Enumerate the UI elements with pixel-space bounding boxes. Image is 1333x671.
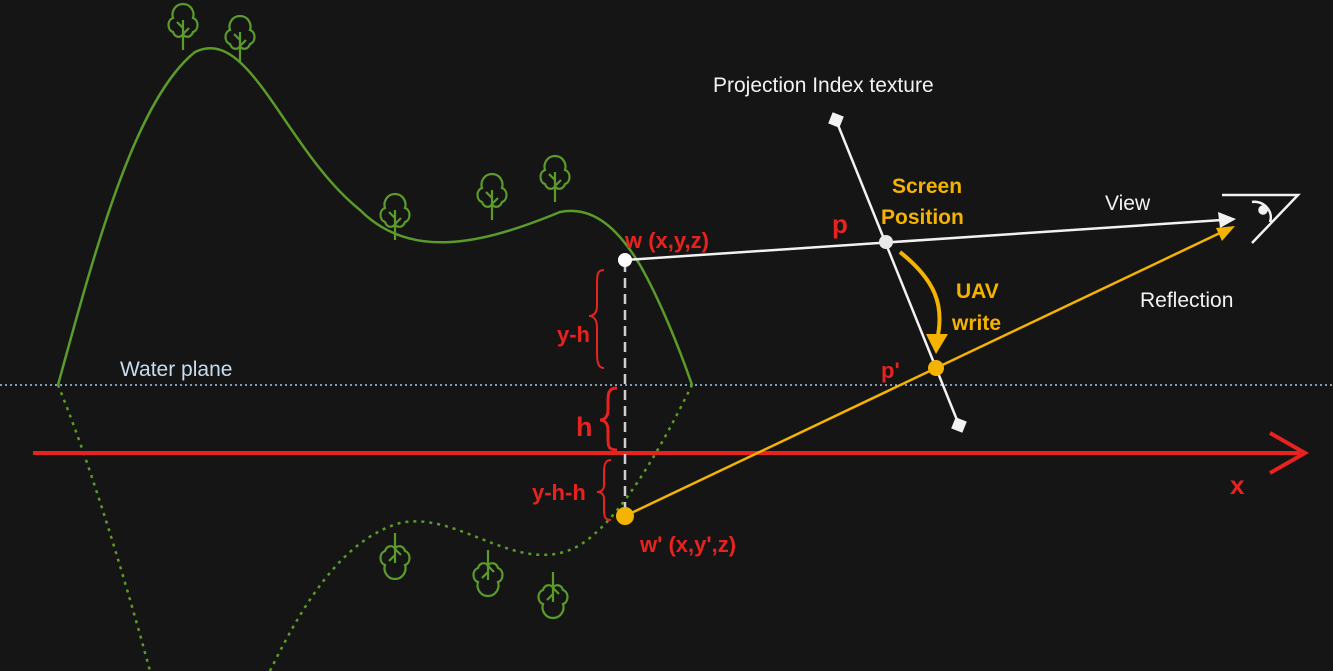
- x-axis-arrowhead: [1269, 431, 1310, 475]
- projection-index-texture-label: Projection Index texture: [713, 74, 934, 97]
- tree-icon: [539, 154, 571, 204]
- reflection-line: [624, 230, 1223, 518]
- y-minus-h-minus-h-label: y-h-h: [532, 480, 586, 505]
- point-w-label: w (x,y,z): [624, 228, 709, 253]
- eye-icon: [1222, 193, 1301, 244]
- tree-icon: [537, 570, 569, 620]
- reflection-label: Reflection: [1140, 289, 1233, 312]
- point-w-marker: [618, 253, 632, 267]
- x-axis-label: x: [1230, 470, 1245, 500]
- screen-position-label-line1: Screen: [892, 175, 962, 198]
- view-arrowhead: [1218, 212, 1236, 228]
- tree-icon: [379, 192, 411, 242]
- tree-icon: [476, 172, 508, 222]
- reflection-arrowhead: [1216, 226, 1235, 241]
- tree-icon: [167, 2, 199, 52]
- projection-plane-handle-top: [828, 112, 844, 128]
- projection-plane-handle-bottom: [951, 417, 967, 433]
- terrain-reflection-curve: [56, 384, 694, 671]
- uav-label-line2: write: [951, 312, 1001, 335]
- point-p-reflected-label: p': [881, 358, 900, 383]
- point-w-reflected-marker: [616, 507, 634, 525]
- view-line: [624, 218, 1223, 262]
- point-p-label: p: [832, 209, 848, 239]
- point-p-reflected-marker: [928, 360, 944, 376]
- terrain-curve: [56, 47, 694, 386]
- point-w-reflected-label: w' (x,y',z): [639, 532, 736, 557]
- water-plane-label: Water plane: [120, 358, 232, 381]
- view-label: View: [1105, 192, 1151, 215]
- tree-icon: [472, 548, 504, 598]
- screen-position-label-line2: Position: [881, 206, 964, 229]
- tree-icon: [379, 531, 411, 581]
- uav-label-line1: UAV: [956, 280, 999, 303]
- uav-write-arrow: [898, 250, 942, 341]
- brace-h: [599, 386, 618, 452]
- point-p-marker: [879, 235, 893, 249]
- brace-y-minus-h-minus-h: [596, 459, 612, 521]
- uav-write-arrowhead: [926, 334, 948, 354]
- y-minus-h-label: y-h: [557, 322, 590, 347]
- h-label: h: [576, 412, 593, 442]
- brace-y-minus-h: [588, 269, 605, 369]
